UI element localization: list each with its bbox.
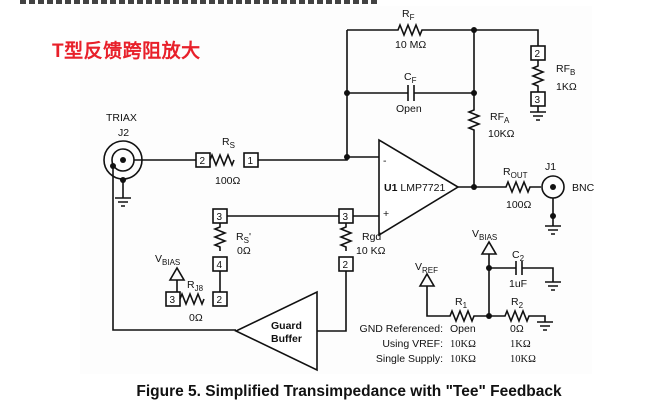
svg-text:2: 2 (200, 156, 206, 167)
svg-text:3: 3 (343, 212, 349, 223)
vbias-arrow-icon (168, 266, 186, 281)
rs2-label: RS' (236, 231, 251, 245)
wire-guard-input (317, 271, 347, 332)
svg-text:J1: J1 (545, 161, 556, 173)
vref-label: VREF (415, 261, 438, 275)
vbias-label: VBIAS (155, 253, 180, 267)
j2-triax-connector: TRIAX J2 (103, 112, 236, 331)
junction-dot (344, 90, 350, 96)
svg-text:Using VREF:: Using VREF: (382, 338, 443, 350)
rgd-resistor: 3 2 Rgd 10 KΩ (317, 208, 386, 332)
svg-text:1: 1 (248, 156, 254, 167)
r2-label: R2 (511, 296, 524, 310)
config-row: Single Supply: 10KΩ 10KΩ (376, 353, 536, 365)
config-row: Using VREF: 10KΩ 1KΩ (382, 338, 531, 350)
rf-value: 10 MΩ (395, 39, 426, 51)
rs-resistor: 2 1 RS 100Ω (134, 136, 348, 187)
opamp-label: U1 LMP7721 (384, 182, 445, 194)
svg-text:Buffer: Buffer (271, 333, 302, 345)
svg-text:3: 3 (170, 295, 176, 306)
rj8-label: RJ8 (187, 279, 204, 293)
figure-caption: Figure 5. Simplified Transimpedance with… (136, 383, 562, 400)
vbias2-arrow-icon (480, 240, 498, 255)
cf-label: CF (404, 71, 417, 85)
svg-text:Open: Open (450, 323, 476, 335)
rf-label: RF (402, 8, 415, 22)
svg-text:10KΩ: 10KΩ (450, 354, 476, 365)
r1-label: R1 (455, 296, 468, 310)
opamp-u1: - + U1 LMP7721 (378, 138, 460, 237)
svg-text:Guard: Guard (271, 320, 302, 332)
vbias-node: VBIAS (472, 228, 498, 316)
svg-text:2: 2 (217, 295, 223, 306)
cropped-header-strip (0, 0, 672, 6)
svg-text:GND Referenced:: GND Referenced: (360, 323, 443, 335)
rf-resistor: RF 10 MΩ (347, 8, 539, 51)
svg-text:2: 2 (535, 49, 541, 60)
rout-label: ROUT (503, 166, 528, 180)
rout-resistor: ROUT 100Ω (458, 166, 541, 211)
svg-text:J2: J2 (118, 127, 129, 139)
rfb-value: 1KΩ (556, 81, 577, 93)
vref-arrow-icon (418, 272, 436, 287)
svg-text:0Ω: 0Ω (510, 323, 524, 335)
rfa-label: RFA (490, 111, 510, 125)
chinese-title: T型反馈跨阻放大 (52, 41, 201, 62)
svg-text:+: + (383, 208, 389, 220)
rgd-value: 10 KΩ (356, 245, 386, 257)
svg-text:2: 2 (343, 260, 349, 271)
rs-value: 100Ω (215, 175, 241, 187)
rj8-value: 0Ω (189, 312, 203, 324)
guard-buffer: Guard Buffer (234, 290, 318, 372)
rout-value: 100Ω (506, 199, 532, 211)
svg-text:-: - (383, 155, 387, 167)
svg-text:3: 3 (217, 212, 223, 223)
rfb-label: RFB (556, 63, 575, 77)
svg-text:1KΩ: 1KΩ (510, 339, 531, 350)
c2-capacitor: C2 1uF (489, 249, 561, 291)
rs-label: RS (222, 136, 235, 150)
wire-guard-shield (112, 166, 236, 331)
cropped-header-text (20, 0, 380, 4)
rfa-resistor: RFA 10KΩ (466, 30, 515, 187)
rfa-value: 10KΩ (488, 128, 515, 140)
rj8-resistor: VBIAS 3 2 RJ8 0Ω (155, 253, 228, 324)
config-table: GND Referenced: Open 0Ω Using VREF: 10KΩ… (360, 323, 537, 365)
j1-bnc-connector: J1 BNC (541, 161, 595, 235)
svg-text:Single Supply:: Single Supply: (376, 353, 443, 365)
svg-text:BNC: BNC (572, 182, 595, 194)
svg-text:4: 4 (217, 260, 223, 271)
r2-resistor: R2 (489, 296, 553, 331)
svg-text:10KΩ: 10KΩ (510, 354, 536, 365)
svg-text:3: 3 (535, 95, 541, 106)
rs2-value: 0Ω (237, 245, 251, 257)
config-row: GND Referenced: Open 0Ω (360, 323, 524, 335)
vbias2-label: VBIAS (472, 228, 497, 242)
vref-r1: VREF R1 (415, 261, 489, 324)
rgd-label: Rgd (362, 231, 381, 243)
rj8-pin-2 (212, 291, 228, 307)
c2-label: C2 (512, 249, 525, 263)
rfb-resistor: 2 3 RFB 1KΩ (530, 45, 577, 121)
svg-text:TRIAX: TRIAX (106, 112, 137, 124)
cf-value: Open (396, 103, 422, 115)
junction-dot (471, 184, 477, 190)
c2-value: 1uF (509, 278, 527, 290)
svg-text:10KΩ: 10KΩ (450, 339, 476, 350)
rs-prime-resistor: 3 4 RS' 0Ω (212, 208, 251, 294)
